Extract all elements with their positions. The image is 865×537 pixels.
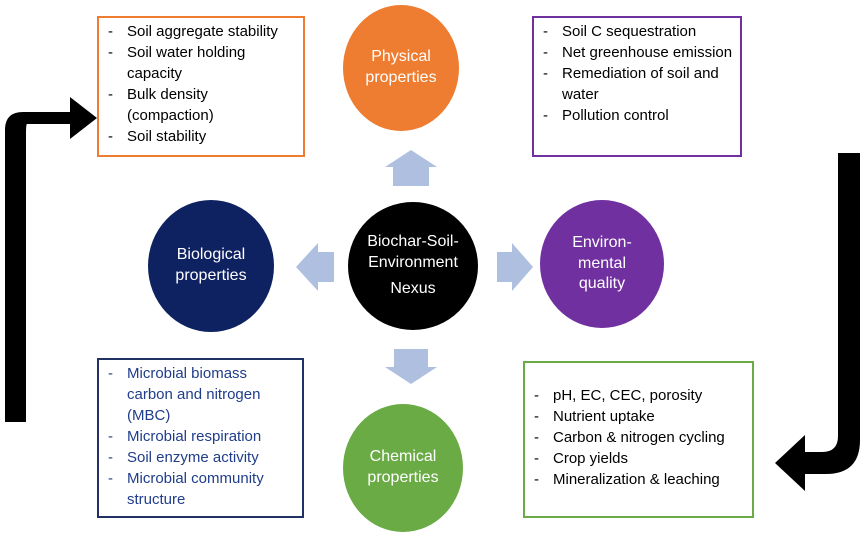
center-line3: Nexus xyxy=(390,280,436,298)
environmental-quality-box: Soil C sequestration Net greenhouse emis… xyxy=(532,16,742,157)
chemical-line2: properties xyxy=(367,469,439,486)
down-block-arrow xyxy=(385,349,437,384)
center-nexus-node: Biochar-Soil- Environment Nexus xyxy=(348,202,478,330)
physical-line1: Physical xyxy=(371,48,431,66)
list-item: Soil enzyme activity xyxy=(105,447,296,468)
environmental-quality-node: Environ- mental quality xyxy=(540,200,664,328)
chemical-line1: Chemical xyxy=(369,448,437,466)
left-flow-arrow-body xyxy=(5,97,97,422)
left-block-arrow xyxy=(296,243,334,291)
list-item: Microbial biomass carbon and nitrogen (M… xyxy=(105,363,296,426)
physical-line2: properties xyxy=(365,69,437,86)
list-item: Nutrient uptake xyxy=(531,406,746,427)
list-item: Remediation of soil and water xyxy=(540,63,734,105)
list-item: Microbial respiration xyxy=(105,426,296,447)
list-item: Carbon & nitrogen cycling xyxy=(531,427,746,448)
center-line2: Environment xyxy=(368,253,458,271)
right-block-arrow xyxy=(497,243,533,291)
physical-properties-node: Physical properties xyxy=(343,5,459,131)
list-item: Soil aggregate stability xyxy=(105,21,297,42)
center-line1: Biochar-Soil- xyxy=(367,232,459,250)
list-item: Crop yields xyxy=(531,448,746,469)
list-item: Net greenhouse emission xyxy=(540,42,734,63)
right-flow-arrow-body xyxy=(775,153,860,491)
list-item: Microbial community structure xyxy=(105,468,296,510)
list-item: Pollution control xyxy=(540,105,734,126)
list-item: Soil water holding capacity xyxy=(105,42,297,84)
list-item: Mineralization & leaching xyxy=(531,469,746,490)
biological-line2: properties xyxy=(175,267,247,284)
list-item: Soil C sequestration xyxy=(540,21,734,42)
chemical-properties-node: Chemical properties xyxy=(343,404,463,532)
list-item: Bulk density (compaction) xyxy=(105,84,297,126)
chemical-properties-box: pH, EC, CEC, porosity Nutrient uptake Ca… xyxy=(523,361,754,518)
biological-properties-box: Microbial biomass carbon and nitrogen (M… xyxy=(97,358,304,518)
up-block-arrow xyxy=(385,150,437,186)
environmental-line2: mental xyxy=(577,254,627,272)
biological-properties-node: Biological properties xyxy=(148,200,274,332)
list-item: Soil stability xyxy=(105,126,297,147)
environmental-line1: Environ- xyxy=(572,233,632,251)
environmental-line3: quality xyxy=(578,275,626,293)
list-item: pH, EC, CEC, porosity xyxy=(531,385,746,406)
physical-properties-box: Soil aggregate stability Soil water hold… xyxy=(97,16,305,157)
biological-line1: Biological xyxy=(176,246,246,264)
